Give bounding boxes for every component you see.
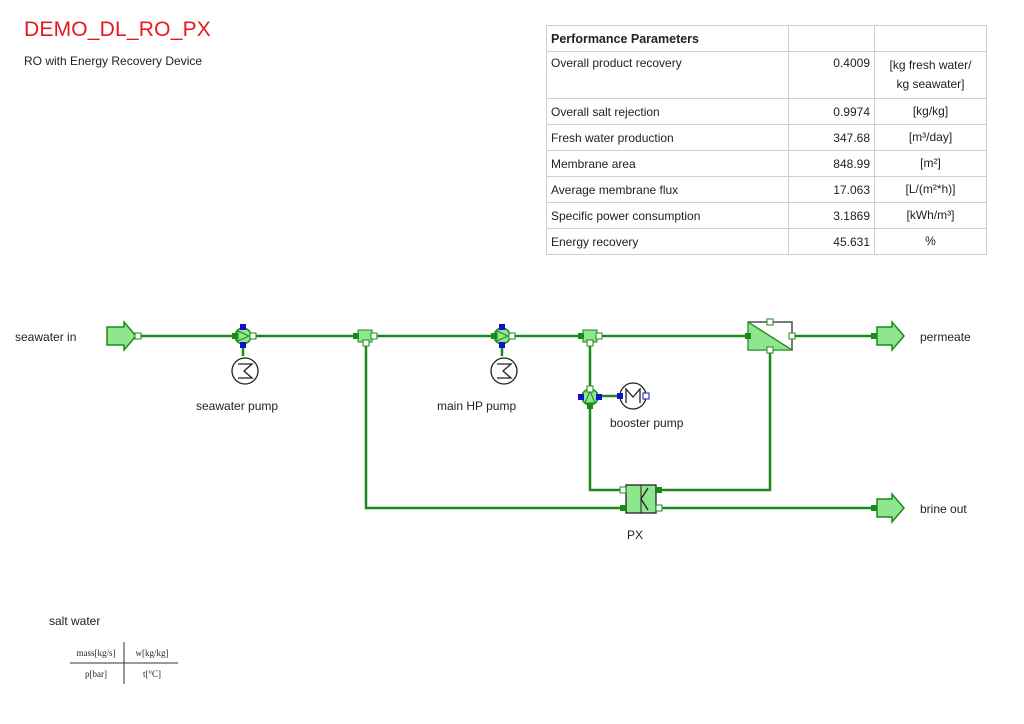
label-main-hp-pump: main HP pump: [437, 399, 517, 413]
param-unit: [kg fresh water/kg seawater]: [874, 51, 987, 99]
param-value: 0.9974: [788, 98, 875, 125]
splitter-icon[interactable]: [578, 329, 603, 347]
table-row: Fresh water production 347.68 [m³/day]: [546, 124, 987, 151]
performance-heading: Performance Parameters: [546, 25, 789, 52]
pump-icon[interactable]: [578, 385, 602, 409]
stream-bypass-to-px[interactable]: [364, 336, 622, 510]
table-row: Energy recovery 45.631 %: [546, 228, 987, 255]
table-row: Average membrane flux 17.063 [L/(m²*h)]: [546, 176, 987, 203]
param-label: Average membrane flux: [546, 176, 789, 203]
motor-icon[interactable]: [617, 382, 650, 410]
page-title: DEMO_DL_RO_PX: [24, 18, 211, 41]
param-label: Specific power consumption: [546, 202, 789, 229]
legend-grid: [70, 642, 178, 684]
param-unit: [m³/day]: [874, 124, 987, 151]
param-unit: %: [874, 228, 987, 255]
param-label: Overall salt rejection: [546, 98, 789, 125]
legend-cell-mass: mass[kg/s]: [76, 648, 116, 658]
arrow-source-icon[interactable]: [106, 319, 142, 353]
motor-icon[interactable]: [490, 357, 518, 385]
label-seawater-pump: seawater pump: [196, 399, 279, 413]
pump-icon[interactable]: [491, 324, 516, 348]
table-row: Specific power consumption 3.1869 [kWh/m…: [546, 202, 987, 229]
stream-brine-to-px[interactable]: [660, 350, 772, 492]
mixer-icon[interactable]: [353, 329, 378, 347]
pressure-exchanger-icon[interactable]: [619, 484, 663, 514]
legend-cell-t: t[°C]: [142, 669, 162, 679]
param-label: Overall product recovery: [546, 51, 789, 99]
table-row: Overall product recovery 0.4009 [kg fres…: [546, 51, 987, 99]
param-unit-line: [kg fresh water/: [889, 58, 972, 72]
motor-icon[interactable]: [231, 357, 259, 385]
performance-table-header-row: Performance Parameters: [546, 25, 987, 52]
performance-table: Performance Parameters Overall product r…: [546, 25, 987, 255]
label-seawater-in: seawater in: [15, 330, 77, 344]
param-label: Fresh water production: [546, 124, 789, 151]
param-unit-line: kg seawater]: [896, 77, 965, 91]
param-value: 45.631: [788, 228, 875, 255]
param-value: 3.1869: [788, 202, 875, 229]
label-booster-pump: booster pump: [610, 416, 684, 430]
pump-icon[interactable]: [232, 324, 257, 348]
param-label: Energy recovery: [546, 228, 789, 255]
membrane-module-icon[interactable]: [745, 318, 796, 354]
param-value: 347.68: [788, 124, 875, 151]
label-px: PX: [627, 528, 644, 542]
label-permeate: permeate: [920, 330, 971, 344]
stream-px-to-booster[interactable]: [588, 336, 622, 492]
param-value: 17.063: [788, 176, 875, 203]
arrow-sink-icon[interactable]: [871, 319, 905, 353]
legend-cell-p: p[bar]: [85, 669, 107, 679]
legend-title: salt water: [49, 614, 101, 628]
header-empty-cell: [874, 25, 987, 52]
label-brine-out: brine out: [920, 502, 967, 516]
legend-cell-w: w[kg/kg]: [135, 648, 169, 658]
param-value: 848.99: [788, 150, 875, 177]
arrow-sink-icon[interactable]: [871, 491, 905, 525]
page-subtitle: RO with Energy Recovery Device: [24, 54, 203, 68]
